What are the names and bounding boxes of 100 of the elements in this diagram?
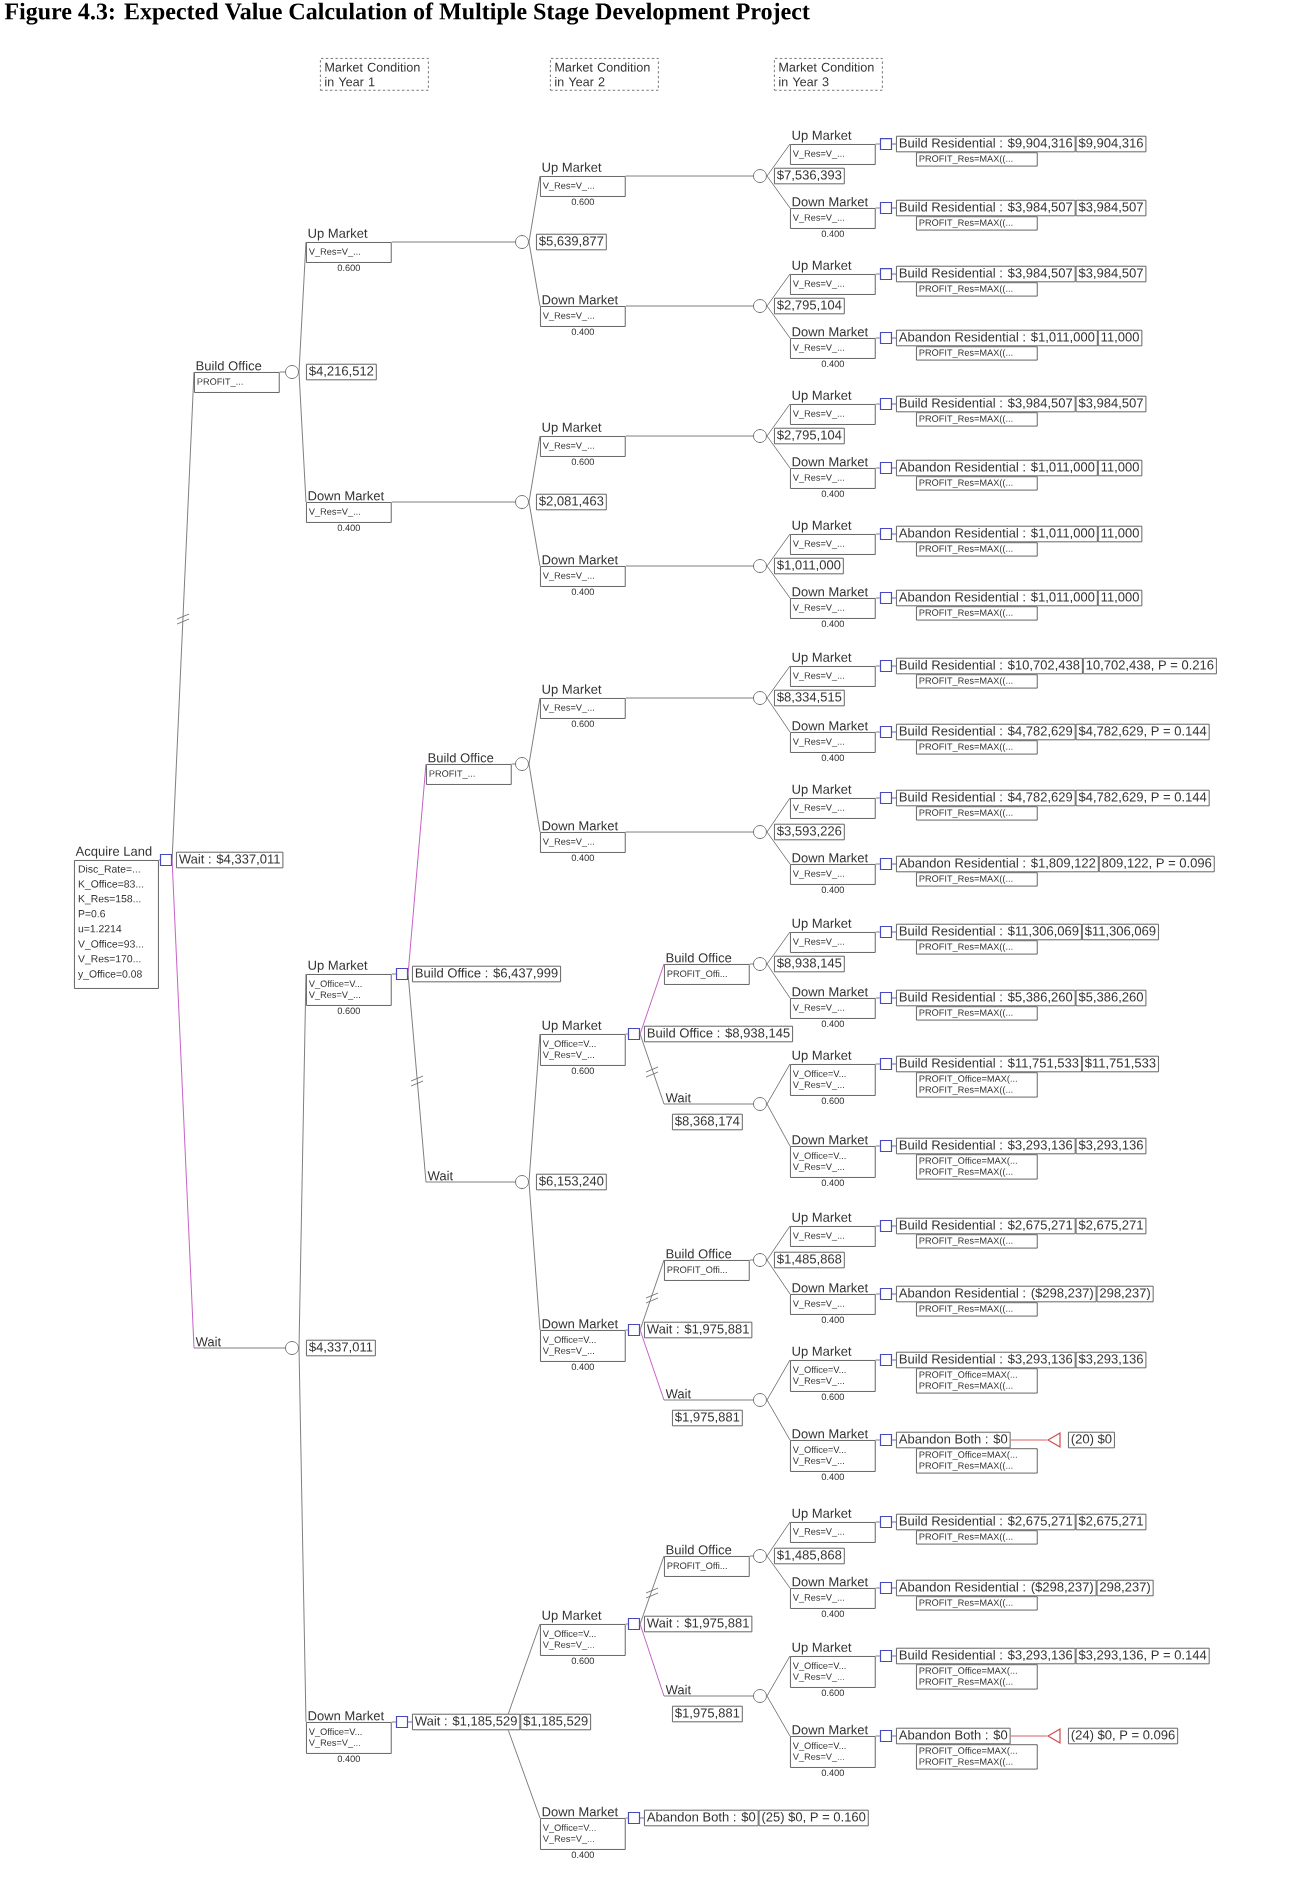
branch-line <box>875 533 881 535</box>
branch-line <box>507 1729 541 1819</box>
branch-line <box>625 565 754 567</box>
branch-line <box>407 763 427 975</box>
branch-line <box>875 1145 881 1147</box>
branch-line <box>766 1359 791 1401</box>
branch-line <box>891 143 897 145</box>
branch-line <box>875 403 881 405</box>
decision-node <box>879 527 893 541</box>
branch-line <box>766 1063 791 1105</box>
branch-line <box>891 1293 897 1295</box>
branch-line <box>425 1181 516 1183</box>
branch-line <box>766 533 791 567</box>
decision-node <box>879 1057 893 1071</box>
branch-line <box>298 241 307 373</box>
branch-line <box>766 403 791 437</box>
branch-line <box>891 337 897 339</box>
branch-line <box>766 963 791 999</box>
branch-line <box>875 337 881 339</box>
chance-node <box>515 235 529 249</box>
branch-line <box>625 697 754 699</box>
branch-line <box>875 797 881 799</box>
branch-line <box>766 1655 791 1697</box>
branch-line <box>891 863 897 865</box>
chance-node <box>515 757 529 771</box>
branch-line <box>875 207 881 209</box>
decision-node <box>395 1715 409 1729</box>
decision-node <box>395 967 409 981</box>
branch-line <box>639 1259 665 1331</box>
branch-line <box>766 565 791 599</box>
branch-line <box>766 1695 791 1737</box>
chance-node <box>753 1549 767 1563</box>
branch-line <box>625 435 754 437</box>
chance-node <box>753 825 767 839</box>
decision-node <box>879 1433 893 1447</box>
branch-line <box>639 1817 645 1819</box>
decision-node <box>879 1515 893 1529</box>
branch-line <box>528 501 541 567</box>
decision-node <box>627 1811 641 1825</box>
branch-line <box>891 1735 897 1737</box>
decision-node <box>879 1287 893 1301</box>
branch-line <box>528 175 541 243</box>
branch-line <box>625 305 754 307</box>
branch-line <box>407 1721 413 1723</box>
branch-line <box>875 1063 881 1065</box>
branch-line <box>528 435 541 503</box>
chance-node <box>753 691 767 705</box>
branch-line <box>891 797 897 799</box>
decision-node <box>879 1139 893 1153</box>
branch-line <box>171 859 195 1349</box>
branch-line <box>766 143 791 177</box>
decision-node <box>879 1581 893 1595</box>
branch-line <box>891 1063 897 1065</box>
branch-line <box>891 1145 897 1147</box>
decision-node <box>627 1027 641 1041</box>
branch-line <box>766 1259 791 1295</box>
branch-line <box>891 1655 897 1657</box>
branch-line <box>766 273 791 307</box>
branch-line <box>891 1521 897 1523</box>
decision-node <box>627 1617 641 1631</box>
branch-line <box>528 763 541 833</box>
chance-node <box>285 365 299 379</box>
branch-line <box>625 175 754 177</box>
branch-line <box>891 1587 897 1589</box>
branch-line <box>766 1103 791 1147</box>
branch-line <box>875 1521 881 1523</box>
branch-line <box>298 1347 307 1723</box>
branch-line <box>875 731 881 733</box>
chance-node <box>753 957 767 971</box>
decision-node <box>879 267 893 281</box>
branch-line <box>766 797 791 833</box>
branch-line <box>766 1555 791 1589</box>
decision-node <box>879 725 893 739</box>
chance-node <box>753 559 767 573</box>
branch-line <box>875 997 881 999</box>
branch-line <box>891 997 897 999</box>
branch-line <box>663 1399 754 1401</box>
decision-node <box>879 925 893 939</box>
branch-line <box>528 241 541 307</box>
branch-line <box>639 1329 665 1401</box>
decision-node <box>879 591 893 605</box>
branch-line <box>407 973 427 1183</box>
decision-node <box>879 1219 893 1233</box>
branch-line <box>891 273 897 275</box>
branch-line <box>875 597 881 599</box>
branch-line <box>171 371 195 861</box>
chance-node <box>753 169 767 184</box>
branch-line <box>766 1225 791 1261</box>
decision-node <box>159 853 173 867</box>
branch-line <box>875 1359 881 1361</box>
decision-node <box>879 1353 893 1367</box>
branch-line <box>279 371 286 373</box>
branch-line <box>875 273 881 275</box>
branch-line <box>766 175 791 209</box>
chance-node <box>285 1341 299 1355</box>
branch-line <box>298 371 307 503</box>
branch-line <box>891 1439 897 1441</box>
decision-node <box>879 659 893 673</box>
branch-line <box>875 665 881 667</box>
chance-node <box>753 429 767 443</box>
